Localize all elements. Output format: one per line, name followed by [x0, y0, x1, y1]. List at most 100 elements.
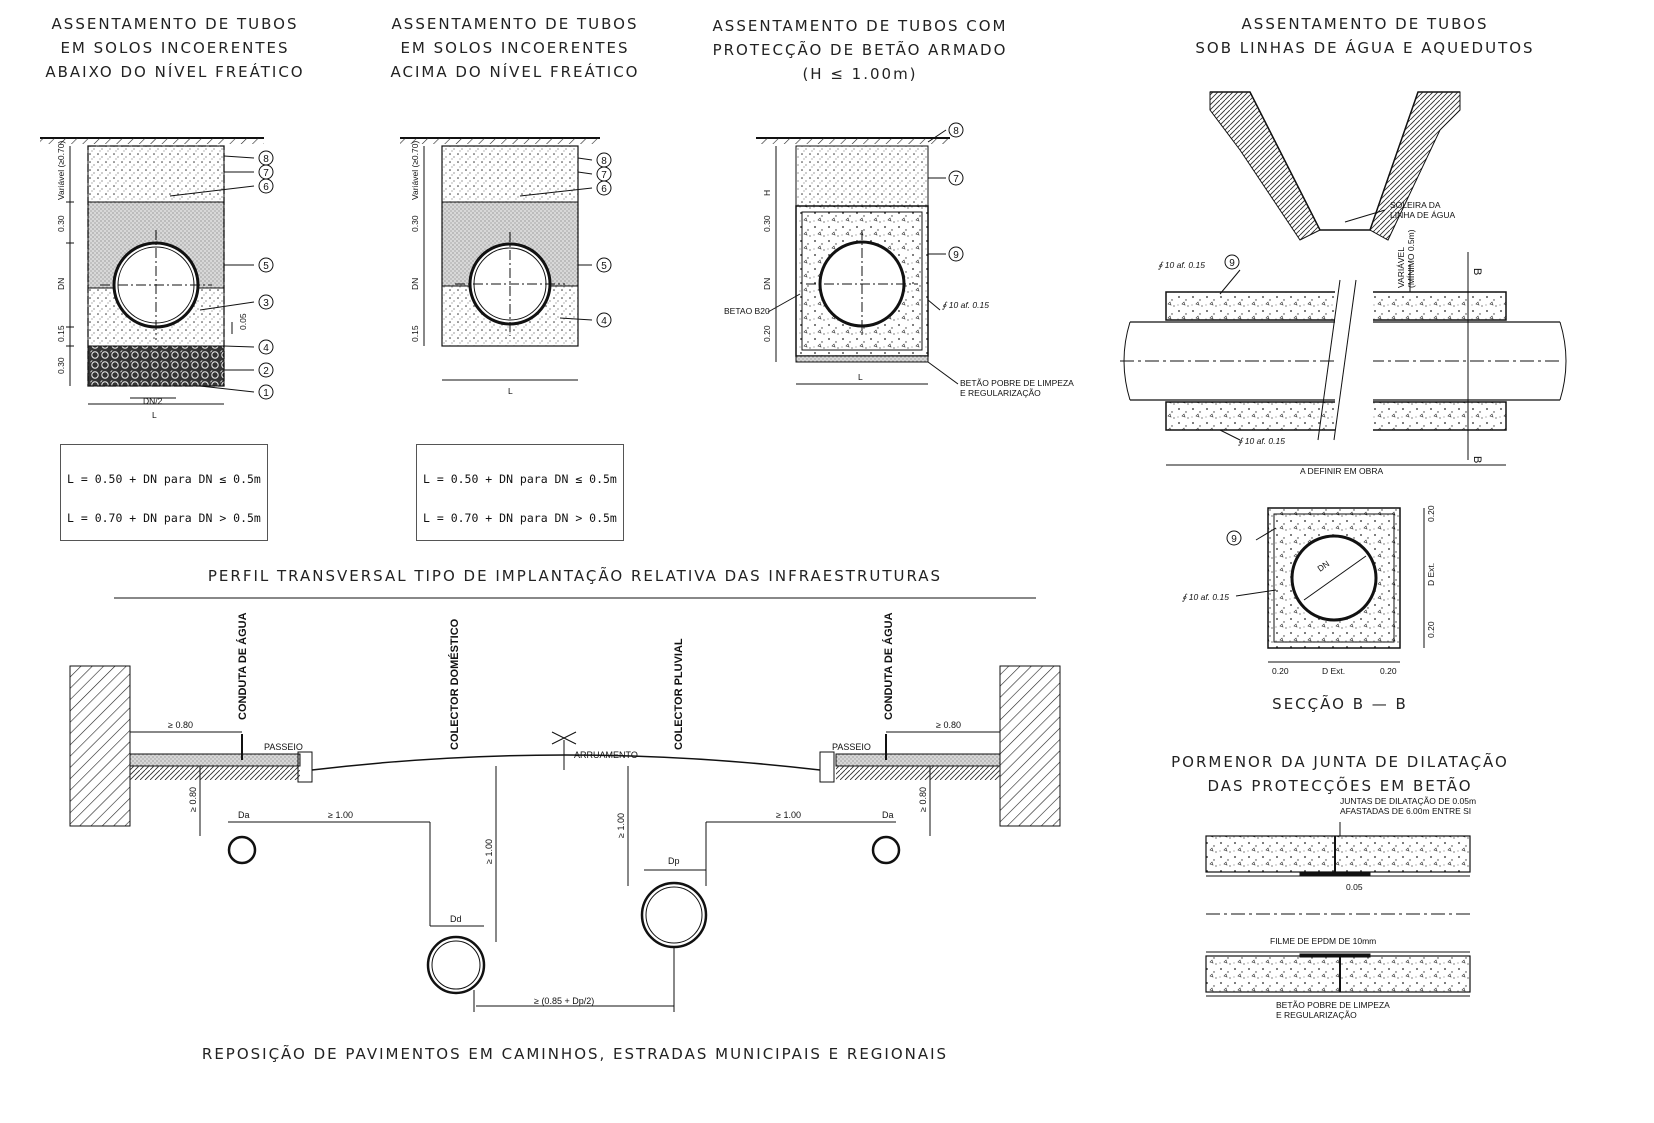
label-colector-pluvial: COLECTOR PLUVIAL — [673, 638, 685, 750]
callout-7: 7 — [263, 168, 269, 179]
callout-8: 8 — [263, 154, 269, 165]
title-2: ASSENTAMENTO DE TUBOS EM SOLOS INCOERENT… — [390, 15, 640, 81]
label-020-bb-1: 0.20 — [1426, 505, 1436, 522]
label-015-2: 0.15 — [410, 325, 420, 342]
label-dn-2: DN — [410, 278, 420, 290]
detail-4-riverbed — [1209, 91, 1461, 241]
callout-9e: 9 — [1231, 534, 1237, 545]
label-ferro-2: ∮ 10 af. 0.15 — [1158, 260, 1205, 270]
label-100-pluvial: ≥ 1.00 — [616, 813, 626, 838]
label-soleira: SOLEIRA DA — [1390, 200, 1441, 210]
label-080-left-v: ≥ 0.80 — [188, 787, 198, 812]
label-variavel-2: Variável (≥0.70) — [410, 141, 420, 200]
formula-box-2: L = 0.50 + DN para DN ≤ 0.5m L = 0.70 + … — [416, 444, 624, 541]
detail-4-plan — [1120, 252, 1567, 466]
title-3: ASSENTAMENTO DE TUBOS COM PROTECÇÃO DE B… — [712, 17, 1008, 83]
callout-4b: 4 — [601, 316, 607, 327]
label-030-3: 0.30 — [762, 215, 772, 232]
callout-3: 3 — [263, 298, 269, 309]
label-H: H — [762, 190, 772, 196]
label-minimo: (MÍNIMO 0.5m) — [1406, 229, 1416, 288]
label-ferro-1: ∮ 10 af. 0.15 — [942, 300, 989, 310]
label-dext-bb-h: D Ext. — [1322, 666, 1345, 676]
label-085: ≥ (0.85 + Dp/2) — [534, 996, 594, 1006]
label-filme: FILME DE EPDM DE 10mm — [1270, 936, 1376, 946]
label-regularizacao-1: E REGULARIZAÇÃO — [960, 388, 1041, 398]
label-080-right: ≥ 0.80 — [936, 720, 961, 730]
label-b-bottom: B — [1471, 456, 1483, 463]
title-4: ASSENTAMENTO DE TUBOS SOB LINHAS DE ÁGUA… — [1195, 15, 1535, 57]
label-juntas-1: JUNTAS DE DILATAÇÃO DE 0.05m — [1340, 796, 1476, 806]
label-005-1: 0.05 — [238, 313, 248, 330]
label-dd: Dd — [450, 914, 462, 924]
label-linha-agua: LINHA DE ÁGUA — [1390, 210, 1456, 220]
label-dn2: DN/2 — [143, 396, 163, 406]
label-030-1: 0.30 — [56, 215, 66, 232]
label-L-2: L — [508, 386, 513, 396]
label-betao-pobre-1: BETÃO POBRE DE LIMPEZA — [960, 378, 1074, 388]
label-100-right: ≥ 1.00 — [776, 810, 801, 820]
label-da-right: Da — [882, 810, 894, 820]
callouts: 8 7 6 5 3 4 2 1 8 7 6 5 4 8 7 9 9 9 — [258, 122, 1242, 546]
joint-detail — [1205, 822, 1471, 997]
label-020-bb-4: 0.20 — [1380, 666, 1397, 676]
label-005-joint: 0.05 — [1346, 882, 1363, 892]
label-015-1: 0.15 — [56, 325, 66, 342]
label-dext-bb-v: D Ext. — [1426, 563, 1436, 586]
callout-6: 6 — [263, 182, 269, 193]
label-ferro-3: ∮ 10 af. 0.15 — [1238, 436, 1285, 446]
formula-box-1: L = 0.50 + DN para DN ≤ 0.5m L = 0.70 + … — [60, 444, 268, 541]
label-arruamento: ARRUAMENTO — [574, 750, 638, 760]
label-regularizacao-2: E REGULARIZAÇÃO — [1276, 1010, 1357, 1020]
detail-3-concrete-protection — [756, 129, 959, 385]
callout-7c: 7 — [953, 174, 959, 185]
label-L-1: L — [152, 410, 157, 420]
label-L-3: L — [858, 372, 863, 382]
profile-labels: CONDUTA DE ÁGUA CONDUTA DE ÁGUA COLECTOR… — [236, 612, 895, 750]
callout-5b: 5 — [601, 261, 607, 272]
label-juntas-2: AFASTADAS DE 6.00m ENTRE SI — [1340, 806, 1471, 816]
label-020-3: 0.20 — [762, 325, 772, 342]
callout-1: 1 — [263, 388, 269, 399]
label-dp: Dp — [668, 856, 680, 866]
label-ferro-4: ∮ 10 af. 0.15 — [1182, 592, 1229, 602]
label-betao-b20: BETAO B20 — [724, 306, 770, 316]
label-betao-pobre-2: BETÃO POBRE DE LIMPEZA — [1276, 1000, 1390, 1010]
label-020-bb-3: 0.20 — [1272, 666, 1289, 676]
title-section-bb: SECÇÃO B — B — [1272, 695, 1408, 713]
callout-9c: 9 — [953, 250, 959, 261]
title-joint: PORMENOR DA JUNTA DE DILATAÇÃO DAS PROTE… — [1171, 753, 1509, 795]
label-a-definir: A DEFINIR EM OBRA — [1300, 466, 1383, 476]
label-da-left: Da — [238, 810, 250, 820]
label-passeio-left: PASSEIO — [264, 742, 303, 752]
title-profile: PERFIL TRANSVERSAL TIPO DE IMPLANTAÇÃO R… — [207, 567, 943, 585]
label-030-2: 0.30 — [410, 215, 420, 232]
label-conduta-agua-right: CONDUTA DE ÁGUA — [882, 612, 895, 720]
label-variavel-1: Variável (≥0.70) — [56, 141, 66, 200]
annotations: Variável (≥0.70) 0.30 DN 0.15 0.30 0.05 … — [56, 141, 1483, 1020]
profile-dimensions: PASSEIO PASSEIO ARRUAMENTO ≥ 0.80 ≥ 0.80… — [168, 720, 961, 1006]
label-100-domestico: ≥ 1.00 — [484, 839, 494, 864]
label-variavel-min: VARIÁVEL — [1396, 247, 1406, 288]
title-bottom: REPOSIÇÃO DE PAVIMENTOS EM CAMINHOS, EST… — [201, 1045, 949, 1063]
callout-8b: 8 — [601, 156, 607, 167]
callout-2: 2 — [263, 366, 269, 377]
label-dn-1: DN — [56, 278, 66, 290]
label-conduta-agua-left: CONDUTA DE ÁGUA — [236, 612, 249, 720]
callout-4: 4 — [263, 343, 269, 354]
label-passeio-right: PASSEIO — [832, 742, 871, 752]
label-080-left: ≥ 0.80 — [168, 720, 193, 730]
title-1: ASSENTAMENTO DE TUBOS EM SOLOS INCOERENT… — [45, 15, 305, 81]
label-dn-3: DN — [762, 278, 772, 290]
callout-9d: 9 — [1229, 258, 1235, 269]
label-080-right-v: ≥ 0.80 — [918, 787, 928, 812]
callout-6b: 6 — [601, 184, 607, 195]
label-b-top: B — [1471, 268, 1483, 275]
label-020-bb-2: 0.20 — [1426, 621, 1436, 638]
label-030-1b: 0.30 — [56, 357, 66, 374]
callout-5: 5 — [263, 261, 269, 272]
detail-2-above-water-table — [400, 137, 600, 381]
section-bb — [1235, 507, 1425, 663]
detail-1-below-water-table — [40, 137, 264, 405]
